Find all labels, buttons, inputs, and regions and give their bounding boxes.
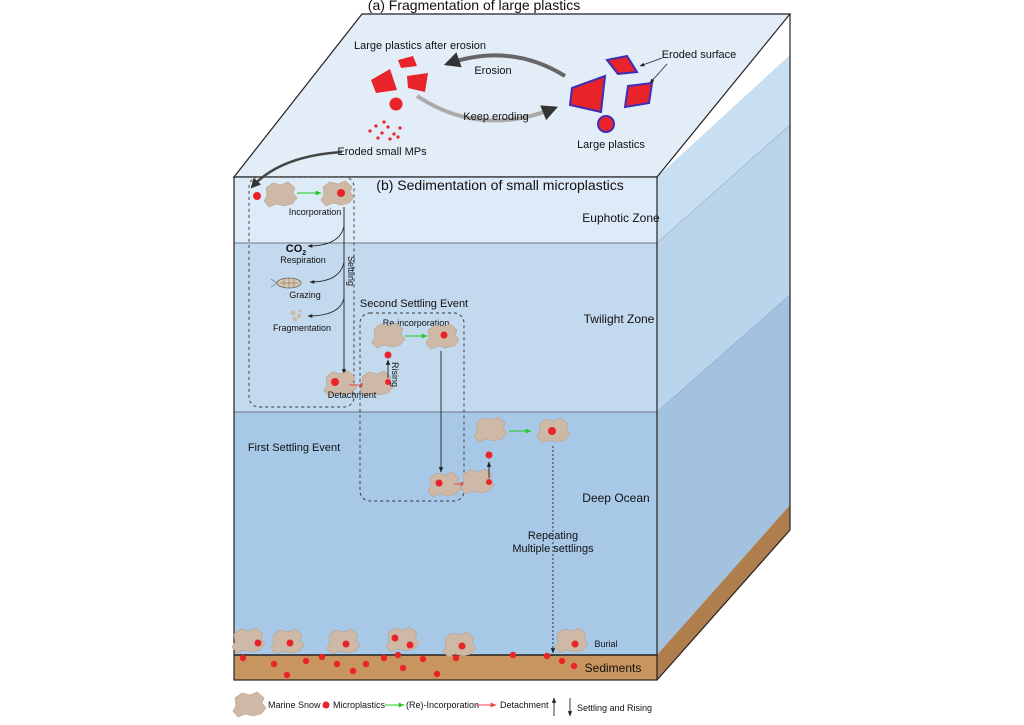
microplastic — [440, 331, 448, 339]
legend-microplastic-icon — [322, 701, 330, 709]
title-sedimentation: (b) Sedimentation of small microplastics — [376, 177, 623, 193]
buried-microplastics — [239, 651, 578, 679]
first-settling-box — [248, 176, 355, 408]
legend-microplastics: Microplastics — [333, 700, 386, 710]
label-respiration: Respiration — [280, 255, 326, 265]
marine-snow — [473, 416, 508, 443]
label-reincorporation: Re-incorporation — [383, 318, 450, 328]
legend-detachment: Detachment — [500, 700, 549, 710]
marine-snow — [263, 181, 298, 208]
label-settling: Settling — [346, 256, 356, 286]
sediment-side — [657, 505, 790, 680]
microplastic — [435, 479, 443, 487]
zone-label-twilight: Twilight Zone — [584, 312, 655, 326]
erosion-arrow — [443, 52, 567, 78]
zooplankton-icon — [270, 277, 302, 289]
microplastic — [548, 427, 556, 435]
microplastic — [253, 192, 261, 200]
euphotic-zone — [234, 177, 657, 243]
microplastic — [486, 479, 492, 485]
zone-label-deep: Deep Ocean — [582, 491, 649, 505]
fragments-icon — [290, 309, 302, 322]
deep-ocean-zone — [234, 412, 657, 655]
eroded-plastic-pieces — [371, 56, 428, 111]
legend-marine-snow-icon — [232, 691, 267, 718]
label-co2: CO2 — [286, 243, 307, 257]
second-settling-box — [359, 312, 465, 502]
legend-marine-snow: Marine Snow — [268, 700, 321, 710]
label-multiple-settlings: Multiple settlings — [512, 543, 594, 555]
seafloor-deposits — [231, 626, 589, 658]
label-keep-eroding: Keep eroding — [463, 111, 528, 123]
zone-label-euphotic: Euphotic Zone — [582, 211, 660, 225]
label-detachment: Detachment — [328, 390, 377, 400]
label-large-plastics: Large plastics — [577, 139, 645, 151]
microplastic — [485, 451, 493, 459]
label-burial: Burial — [594, 639, 617, 649]
keep-eroding-arrow — [415, 94, 558, 123]
label-rising: Rising — [390, 362, 400, 387]
label-eroded-small-mps: Eroded small MPs — [337, 146, 427, 158]
label-second-settling: Second Settling Event — [360, 298, 468, 310]
label-eroded-surface: Eroded surface — [662, 49, 737, 61]
label-repeating: Repeating — [528, 530, 578, 542]
label-erosion: Erosion — [474, 65, 511, 77]
label-incorporation: Incorporation — [289, 207, 342, 217]
marine-snow — [371, 322, 406, 349]
legend: Marine Snow Microplastics (Re)-Incorpora… — [232, 691, 652, 718]
label-fragmentation: Fragmentation — [273, 323, 331, 333]
microplastic — [384, 351, 392, 359]
legend-reincorporation: (Re)-Incorporation — [406, 700, 479, 710]
front-face-outline — [233, 176, 658, 681]
label-large-after-erosion: Large plastics after erosion — [354, 40, 486, 52]
microplastic — [331, 378, 339, 386]
large-plastic-pieces — [568, 54, 654, 133]
label-grazing: Grazing — [289, 290, 321, 300]
legend-settling-rising: Settling and Rising — [577, 703, 652, 713]
small-mp-dots — [368, 120, 402, 141]
microplastic — [385, 379, 391, 385]
label-first-settling: First Settling Event — [248, 442, 340, 454]
zone-label-sediments: Sediments — [585, 661, 642, 675]
mp-entry-arrow — [250, 150, 343, 189]
microplastic — [337, 189, 345, 197]
title-fragmentation: (a) Fragmentation of large plastics — [368, 0, 580, 13]
